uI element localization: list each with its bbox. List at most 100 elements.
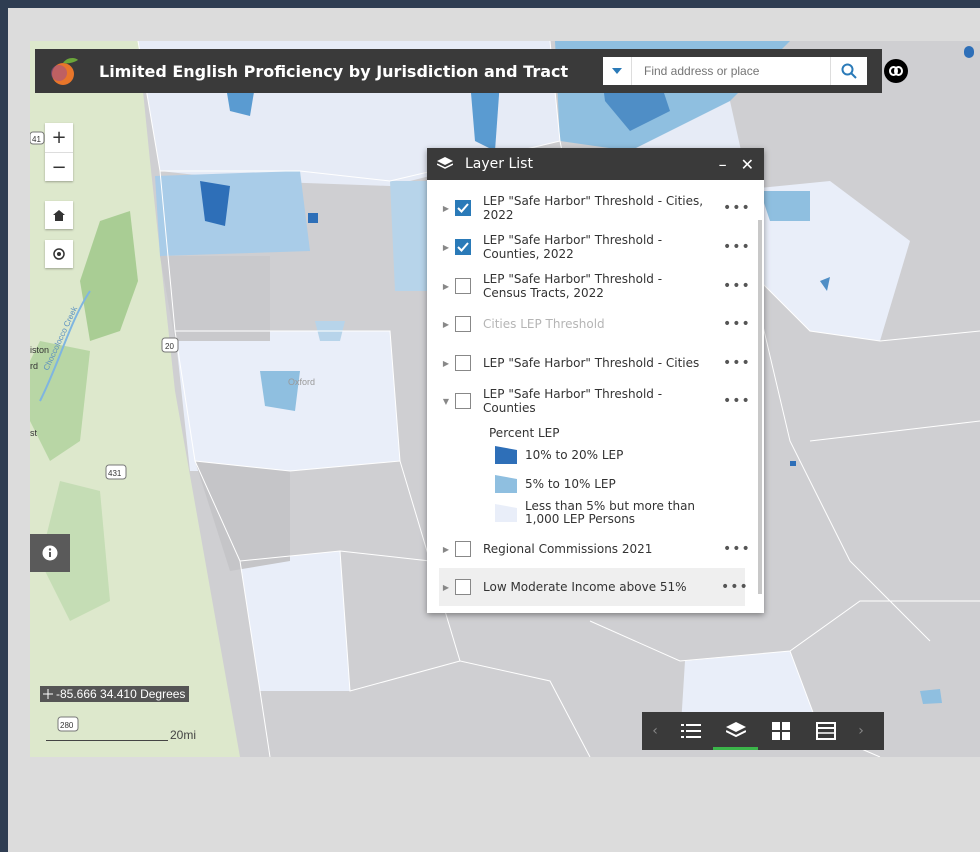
legend-item: 10% to 20% LEP <box>495 446 623 464</box>
layer-checkbox[interactable] <box>455 355 471 371</box>
place-label: rd <box>30 361 38 371</box>
layer-row[interactable]: ▶ Regional Commissions 2021 ••• <box>427 541 751 557</box>
locate-icon <box>53 248 65 260</box>
layer-checkbox[interactable] <box>455 200 471 216</box>
layer-label: LEP "Safe Harbor" Threshold - Cities <box>483 356 700 370</box>
expand-caret-icon[interactable]: ▶ <box>442 358 449 368</box>
layer-row[interactable]: ▶ LEP "Safe Harbor" Threshold - Cities •… <box>427 355 751 371</box>
layer-list-body: ▶ LEP "Safe Harbor" Threshold - Cities, … <box>427 180 764 613</box>
legend-title: Percent LEP <box>489 426 560 440</box>
expand-caret-icon[interactable]: ▶ <box>442 281 449 291</box>
layer-row[interactable]: ▶ Cities LEP Threshold ••• <box>427 316 751 332</box>
locate-button[interactable] <box>45 240 73 268</box>
app-title: Limited English Proficiency by Jurisdict… <box>99 61 569 81</box>
list-icon <box>680 724 701 738</box>
search-button[interactable] <box>830 57 867 85</box>
expand-caret-icon[interactable]: ▶ <box>442 544 449 554</box>
layer-label: Low Moderate Income above 51% <box>483 580 687 594</box>
crosshair-icon[interactable] <box>40 686 56 702</box>
check-icon <box>457 203 469 213</box>
route-label: 41 <box>32 135 41 144</box>
scale-label: 20mi <box>169 728 196 742</box>
search-source-dropdown[interactable] <box>603 57 632 85</box>
scrollbar[interactable] <box>758 220 762 594</box>
collapse-caret-icon[interactable]: ▼ <box>442 396 449 406</box>
high-lep-city <box>470 81 500 151</box>
layer-checkbox[interactable] <box>455 541 471 557</box>
toolbar-prev-button[interactable]: ‹ <box>652 723 658 739</box>
widget-toolbar: ‹ › <box>642 712 884 750</box>
high-lep-city <box>820 277 830 291</box>
layer-options-button[interactable]: ••• <box>723 541 751 557</box>
forest-area <box>40 481 110 621</box>
layer-list-header: Layer List – ✕ <box>427 148 764 180</box>
layer-row[interactable]: ▼ LEP "Safe Harbor" Threshold - Counties… <box>427 387 751 415</box>
layer-options-button[interactable]: ••• <box>723 239 751 255</box>
place-label: iston <box>30 345 49 355</box>
layer-list-widget-button[interactable] <box>713 712 758 750</box>
no-lep-region <box>195 461 290 571</box>
legend-label: 5% to 10% LEP <box>525 477 616 491</box>
layers-icon <box>725 721 746 737</box>
legend-item: 5% to 10% LEP <box>495 475 616 493</box>
route-label: 431 <box>108 469 122 478</box>
caret-down-icon <box>612 68 622 74</box>
highway-shield <box>57 716 79 732</box>
layer-checkbox[interactable] <box>455 579 471 595</box>
legend-swatch <box>495 475 517 493</box>
zoom-in-button[interactable]: + <box>45 123 73 153</box>
legend-swatch <box>495 504 517 522</box>
link-icon <box>889 66 903 76</box>
check-icon <box>457 242 469 252</box>
layer-checkbox[interactable] <box>455 278 471 294</box>
close-button[interactable]: ✕ <box>740 154 754 174</box>
minimize-button[interactable]: – <box>718 154 727 174</box>
search-icon <box>841 63 857 79</box>
mid-lep-city <box>920 689 942 704</box>
layer-options-button[interactable]: ••• <box>721 579 749 595</box>
panel-title: Layer List <box>465 156 533 172</box>
search-input[interactable] <box>632 57 830 85</box>
share-link-button[interactable] <box>884 59 908 83</box>
layer-label: LEP "Safe Harbor" Threshold - Census Tra… <box>483 272 663 300</box>
layer-options-button[interactable]: ••• <box>723 355 751 371</box>
layer-options-button[interactable]: ••• <box>723 316 751 332</box>
layer-row[interactable]: ▶ LEP "Safe Harbor" Threshold - Counties… <box>427 233 751 261</box>
mid-lep-county <box>390 181 430 291</box>
layer-options-button[interactable]: ••• <box>723 393 751 409</box>
layer-checkbox[interactable] <box>455 239 471 255</box>
high-lep-city <box>964 46 974 58</box>
zoom-control: + − <box>45 123 73 181</box>
legend-widget-button[interactable] <box>668 712 713 750</box>
high-lep-city <box>790 461 796 466</box>
grid-icon <box>771 722 790 740</box>
forest-area <box>80 211 138 341</box>
layer-row[interactable]: ▶ LEP "Safe Harbor" Threshold - Cities, … <box>427 194 751 222</box>
route-label: 20 <box>165 342 174 351</box>
home-icon <box>53 209 65 221</box>
expand-caret-icon[interactable]: ▶ <box>442 203 449 213</box>
forest-area <box>30 341 90 461</box>
layer-row[interactable]: ▶ LEP "Safe Harbor" Threshold - Census T… <box>427 272 751 300</box>
zoom-out-button[interactable]: − <box>51 157 67 178</box>
info-button[interactable] <box>30 534 70 572</box>
high-lep-city <box>308 213 318 223</box>
info-icon <box>42 545 58 561</box>
home-button[interactable] <box>45 201 73 229</box>
layer-row[interactable]: ▶ Low Moderate Income above 51% ••• <box>439 568 749 606</box>
expand-caret-icon[interactable]: ▶ <box>442 582 449 592</box>
layer-label: Regional Commissions 2021 <box>483 542 653 556</box>
layer-checkbox[interactable] <box>455 316 471 332</box>
expand-caret-icon[interactable]: ▶ <box>442 242 449 252</box>
layer-checkbox[interactable] <box>455 393 471 409</box>
basemap-gallery-button[interactable] <box>758 712 803 750</box>
no-lep-region <box>160 256 270 341</box>
layer-options-button[interactable]: ••• <box>723 278 751 294</box>
expand-caret-icon[interactable]: ▶ <box>442 319 449 329</box>
attribute-table-button[interactable] <box>803 712 848 750</box>
layer-label: LEP "Safe Harbor" Threshold - Cities, 20… <box>483 194 704 222</box>
layer-options-button[interactable]: ••• <box>723 200 751 216</box>
toolbar-next-button[interactable]: › <box>858 723 864 739</box>
low-lep-region <box>240 551 350 691</box>
